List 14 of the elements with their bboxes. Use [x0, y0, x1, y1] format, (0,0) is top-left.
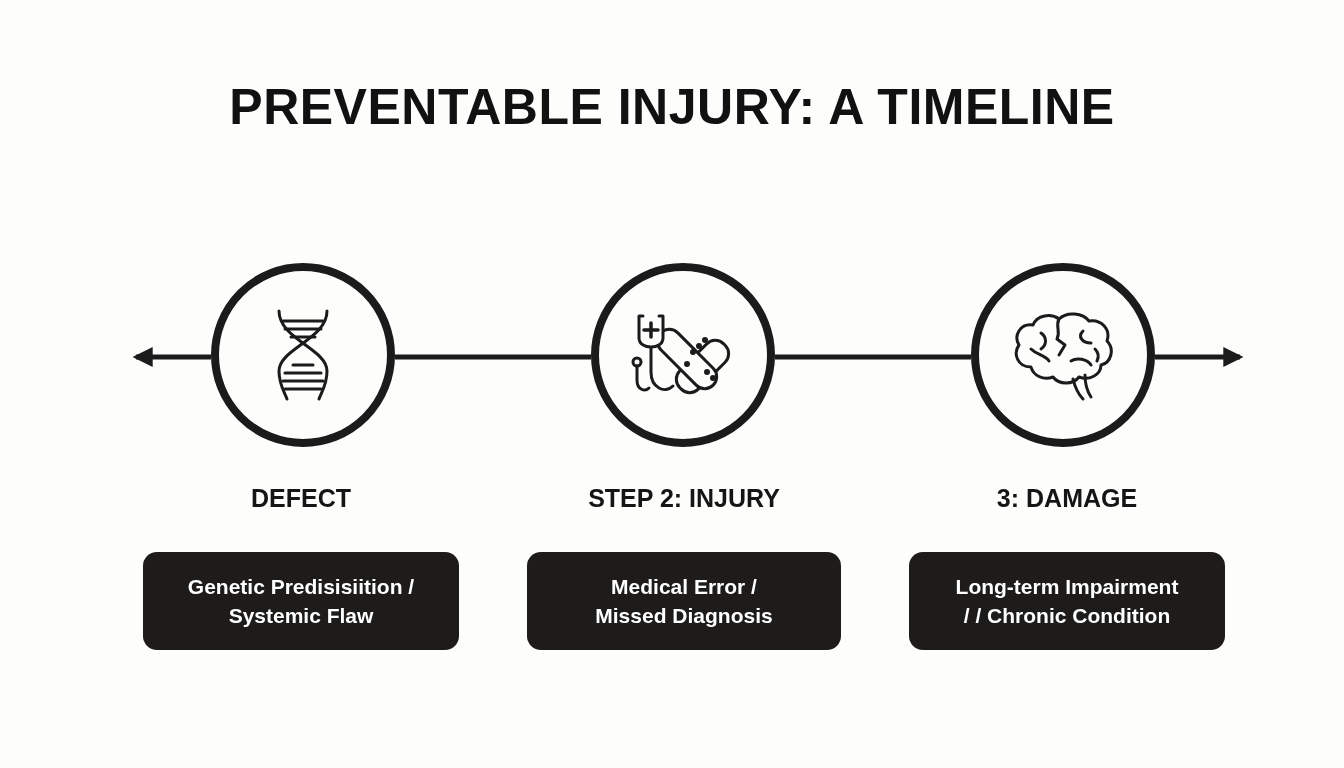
step-heading: STEP 2: INJURY	[587, 484, 781, 513]
description-text: Long-term Impairment / / Chronic Condition	[954, 573, 1180, 629]
title: PREVENTABLE INJURY: A TIMELINE	[228, 78, 1116, 136]
description-box	[909, 552, 1225, 650]
connector-line	[395, 354, 591, 360]
description-box	[527, 552, 841, 650]
description-text: Medical Error / Missed Diagnosis	[594, 573, 774, 629]
step-heading: DEFECT	[250, 484, 352, 513]
arrow	[1155, 347, 1244, 367]
description-box	[143, 552, 459, 650]
arrow	[132, 347, 211, 367]
description-text: Genetic Predisisiition / Systemic Flaw	[186, 573, 416, 629]
step-heading: 3: DAMAGE	[995, 484, 1139, 513]
connector-line	[775, 354, 971, 360]
